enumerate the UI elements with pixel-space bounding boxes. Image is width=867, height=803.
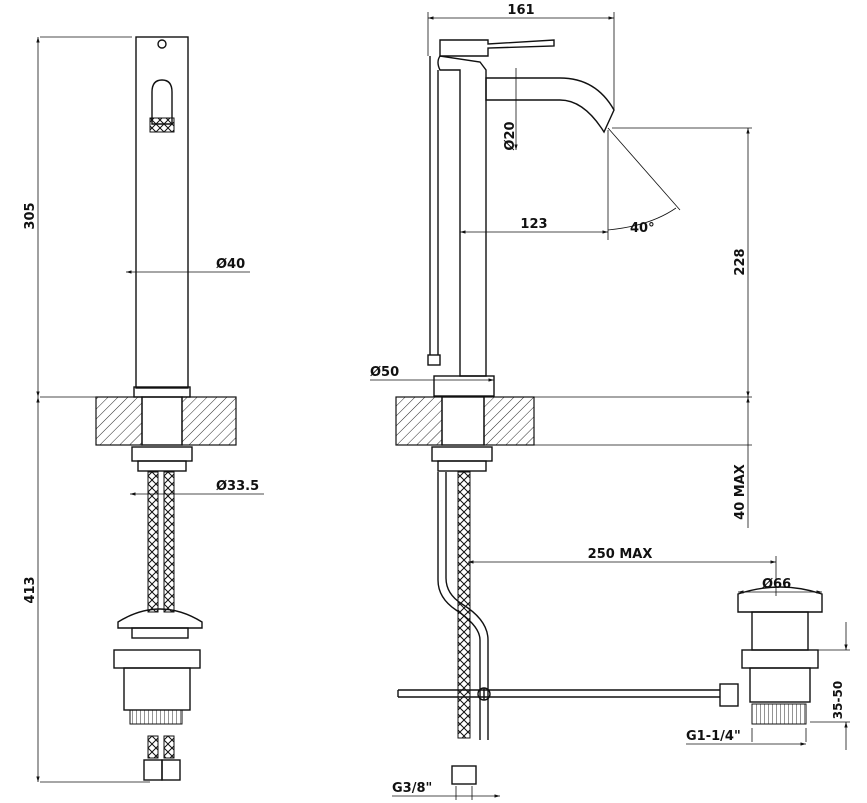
front-countertop-right: [181, 396, 237, 446]
dim-123: 123: [520, 217, 547, 232]
front-nut: [131, 446, 193, 462]
front-waste-nut: [113, 649, 201, 669]
side-spout: [485, 77, 615, 134]
aerator-window: [151, 79, 173, 125]
side-body: [437, 55, 487, 377]
front-body: [135, 36, 189, 389]
front-fitting-left: [143, 759, 163, 781]
dim-deck-max: 40 MAX: [733, 464, 748, 520]
dim-305: 305: [23, 202, 38, 229]
dim-waste-thread: G1-1/4": [686, 729, 741, 744]
front-view: 305 413 Ø40 Ø33.5: [23, 36, 264, 783]
dim-angle: 40°: [630, 221, 655, 236]
front-hose-left: [147, 471, 159, 613]
dim-inlet-thread: G3/8": [392, 781, 432, 796]
front-hose-right: [163, 471, 175, 613]
side-countertop-right: [483, 396, 535, 446]
dim-spout-dia: Ø20: [503, 121, 518, 150]
side-waste-nut: [741, 649, 819, 669]
dim-hose-dia: Ø33.5: [216, 479, 259, 494]
side-waste-thread: [751, 703, 807, 725]
side-waste-linkage: [719, 683, 739, 707]
dim-413: 413: [23, 576, 38, 603]
side-inlet-fitting: [451, 765, 477, 785]
dim-base-dia: Ø50: [370, 365, 399, 380]
dim-body-dia: Ø40: [216, 257, 245, 272]
front-waste-thread: [129, 709, 183, 725]
aerator: [149, 117, 175, 133]
side-lever: [439, 39, 555, 57]
dim-228: 228: [733, 248, 748, 275]
dim-161: 161: [507, 3, 534, 18]
dim-waste-dia: Ø66: [762, 577, 791, 592]
front-waste-cap: [117, 608, 203, 629]
side-view: 161 Ø20 123 40° 228 Ø50 40 MAX 250 MAX Ø…: [370, 3, 850, 800]
side-countertop-left: [395, 396, 443, 446]
front-fitting-right: [161, 759, 181, 781]
side-nut: [431, 446, 493, 462]
dim-waste-max: 250 MAX: [588, 547, 653, 562]
side-base: [433, 375, 495, 397]
handle-pin: [157, 39, 167, 49]
dim-waste-height: 35-50: [831, 681, 845, 719]
front-countertop-left: [95, 396, 143, 446]
side-rod: [437, 472, 481, 740]
